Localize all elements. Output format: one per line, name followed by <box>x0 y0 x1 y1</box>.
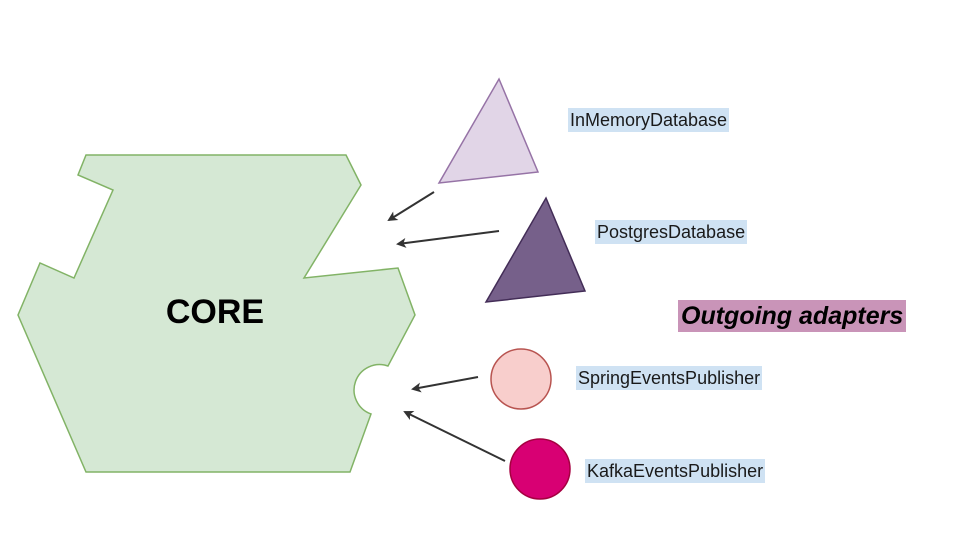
arrow-postgres-to-core <box>396 230 500 248</box>
kafka-events-publisher-circle <box>509 438 571 500</box>
outgoing-adapters-heading: Outgoing adapters <box>678 300 907 332</box>
core-hexagon <box>17 154 416 473</box>
kafka-events-publisher-label: KafkaEventsPublisher <box>585 459 766 483</box>
arrow-inmemory-to-core <box>387 191 435 222</box>
inmemory-database-label: InMemoryDatabase <box>568 108 730 132</box>
inmemory-database-triangle <box>437 77 540 184</box>
spring-events-publisher-circle <box>490 348 552 410</box>
core-label: CORE <box>165 293 265 331</box>
arrow-kafka-to-core <box>403 411 506 462</box>
spring-events-publisher-label: SpringEventsPublisher <box>576 366 763 390</box>
postgres-database-triangle <box>484 196 587 303</box>
postgres-database-label: PostgresDatabase <box>595 220 748 244</box>
arrow-spring-to-core <box>411 376 479 393</box>
